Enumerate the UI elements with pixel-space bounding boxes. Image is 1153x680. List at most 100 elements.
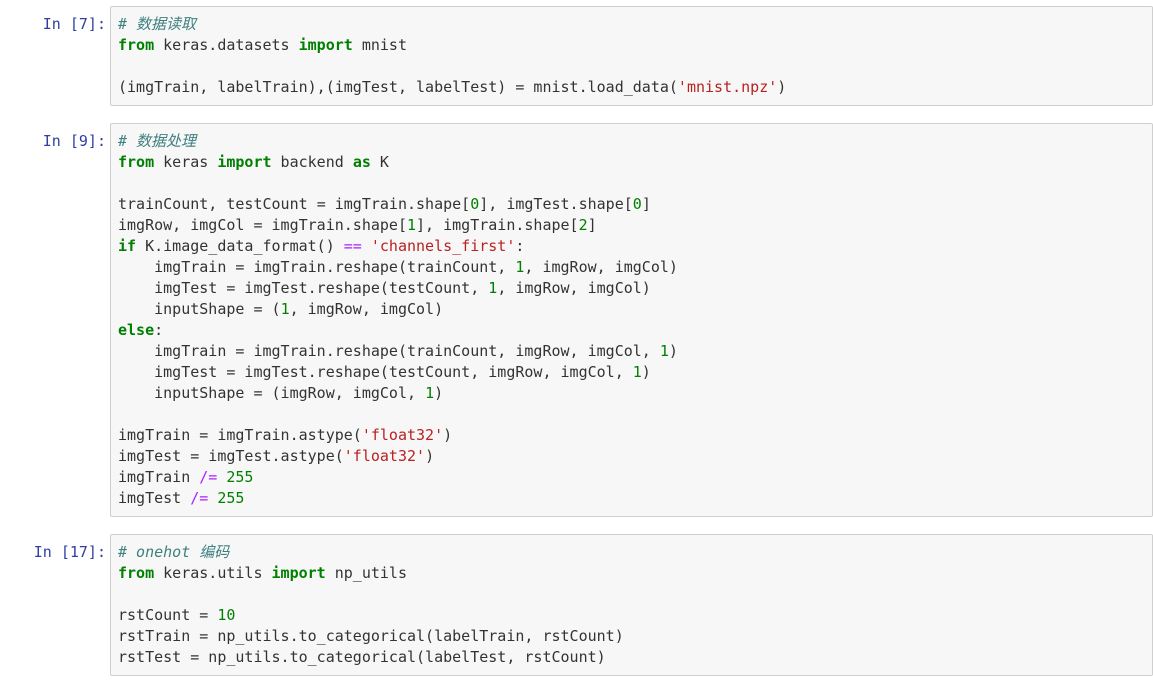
code-line: rstTest = np_utils.to_categorical(labelT… — [118, 647, 1152, 668]
code-line: rstCount = 10 — [118, 605, 1152, 626]
code-token: ( — [262, 300, 281, 318]
number-token: 1 — [515, 258, 525, 276]
code-token: imgTrain.shape[ — [325, 195, 471, 213]
code-token: imgTrain — [118, 258, 236, 276]
code-token: = — [226, 279, 236, 297]
code-token: = — [253, 216, 263, 234]
code-line: inputShape = (imgRow, imgCol, 1) — [118, 383, 1152, 404]
code-token: mnist — [352, 36, 407, 54]
number-token: 2 — [578, 216, 588, 234]
string-token: 'float32' — [343, 447, 426, 465]
code-token: = — [235, 342, 245, 360]
code-token: keras.datasets — [154, 36, 299, 54]
code-line: from keras.utils import np_utils — [118, 563, 1152, 584]
code-input-area[interactable]: # onehot 编码 from keras.utils import np_ut… — [110, 534, 1153, 676]
code-editor[interactable]: # onehot 编码 from keras.utils import np_ut… — [111, 535, 1152, 668]
code-token: = — [199, 627, 209, 645]
code-token: = — [199, 426, 209, 444]
code-line: imgTrain = imgTrain.astype('float32') — [118, 425, 1152, 446]
code-token: ) — [434, 384, 444, 402]
code-token: , imgRow, imgCol) — [497, 279, 651, 297]
code-token: = — [253, 300, 263, 318]
code-token: ], imgTest.shape[ — [479, 195, 633, 213]
code-token: imgTest.reshape(testCount, — [235, 279, 489, 297]
code-token: imgTrain.astype( — [208, 426, 362, 444]
code-token: ] — [641, 195, 651, 213]
cell-prompt: In [9]: — [42, 132, 106, 150]
code-token: imgTest.astype( — [199, 447, 344, 465]
code-token: , imgRow, imgCol) — [524, 258, 678, 276]
code-line: imgTrain = imgTrain.reshape(trainCount, … — [118, 341, 1152, 362]
comment-token: # onehot 编码 — [118, 543, 230, 561]
number-token: 1 — [632, 363, 642, 381]
number-token: 255 — [226, 468, 254, 486]
code-token: imgTrain — [118, 342, 236, 360]
code-token: ] — [587, 216, 597, 234]
number-token: 10 — [217, 606, 236, 624]
string-token: 'mnist.npz' — [677, 78, 778, 96]
keyword-token: from — [118, 153, 155, 171]
code-line — [118, 56, 1152, 77]
code-line — [118, 173, 1152, 194]
code-token: (imgTrain, labelTrain),(imgTest, labelTe… — [118, 78, 516, 96]
code-line: imgTest = imgTest.reshape(testCount, img… — [118, 362, 1152, 383]
keyword-token: from — [118, 36, 155, 54]
code-line: imgTrain = imgTrain.reshape(trainCount, … — [118, 257, 1152, 278]
operator-token: /= — [199, 468, 218, 486]
keyword-token: as — [352, 153, 371, 171]
number-token: 1 — [659, 342, 669, 360]
string-token: 'channels_first' — [370, 237, 516, 255]
code-line: if K.image_data_format() == 'channels_fi… — [118, 236, 1152, 257]
code-token: = — [190, 447, 200, 465]
code-line: imgRow, imgCol = imgTrain.shape[1], imgT… — [118, 215, 1152, 236]
code-token: , imgRow, imgCol) — [289, 300, 444, 318]
code-line: # onehot 编码 — [118, 542, 1152, 563]
code-token: inputShape — [118, 300, 254, 318]
code-token: trainCount, testCount — [118, 195, 317, 213]
number-token: 255 — [217, 489, 245, 507]
cell-prompt: In [7]: — [42, 15, 106, 33]
code-token: imgTrain — [118, 468, 200, 486]
code-token: np_utils.to_categorical(labelTest, rstCo… — [199, 648, 606, 666]
code-token: = — [190, 648, 200, 666]
number-token: 0 — [632, 195, 642, 213]
code-line: imgTrain /= 255 — [118, 467, 1152, 488]
number-token: 1 — [488, 279, 498, 297]
code-token: ) — [777, 78, 787, 96]
code-line: # 数据处理 — [118, 131, 1152, 152]
keyword-token: from — [118, 564, 155, 582]
keyword-token: else — [118, 321, 155, 339]
number-token: 1 — [425, 384, 435, 402]
code-token: imgTrain.reshape(trainCount, — [244, 258, 516, 276]
code-token: np_utils.to_categorical(labelTrain, rstC… — [208, 627, 624, 645]
keyword-token: import — [217, 153, 272, 171]
number-token: 0 — [470, 195, 480, 213]
code-line: # 数据读取 — [118, 14, 1152, 35]
code-token — [362, 237, 371, 255]
keyword-token: import — [298, 36, 353, 54]
code-token: mnist.load_data( — [524, 78, 678, 96]
code-token: imgTest — [118, 279, 227, 297]
code-token: imgRow, imgCol — [118, 216, 254, 234]
number-token: 1 — [280, 300, 290, 318]
code-token: = — [199, 606, 209, 624]
code-token: K.image_data_format() — [136, 237, 344, 255]
code-token: K — [370, 153, 389, 171]
code-token: = — [316, 195, 326, 213]
code-token: rstTrain — [118, 627, 200, 645]
code-line: inputShape = (1, imgRow, imgCol) — [118, 299, 1152, 320]
code-line: from keras.datasets import mnist — [118, 35, 1152, 56]
code-token — [208, 489, 217, 507]
code-token: = — [226, 363, 236, 381]
code-token: rstCount — [118, 606, 200, 624]
operator-token: /= — [190, 489, 209, 507]
code-token: : — [154, 321, 164, 339]
code-token: imgTest.reshape(testCount, imgRow, imgCo… — [235, 363, 633, 381]
code-line — [118, 404, 1152, 425]
keyword-token: if — [118, 237, 137, 255]
code-token: np_utils — [325, 564, 407, 582]
